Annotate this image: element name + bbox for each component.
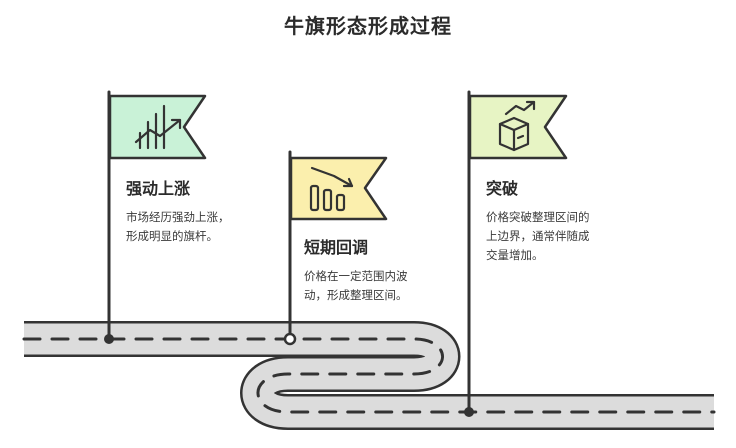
flag-cloth xyxy=(108,94,207,160)
flag-pullback xyxy=(283,150,388,346)
desc-line: 价格在一定范围内波 xyxy=(304,269,408,283)
step-desc-strong-rise: 市场经历强劲上涨， 形成明显的旗杆。 xyxy=(126,208,230,246)
desc-line: 上边界，通常伴随成 xyxy=(486,229,590,243)
box-breakout-icon xyxy=(498,100,536,152)
flag-cloth xyxy=(468,94,568,160)
desc-line: 交量增加。 xyxy=(486,248,544,262)
desc-line: 价格突破整理区间的 xyxy=(486,210,590,224)
flag-breakout xyxy=(464,90,568,417)
desc-line: 市场经历强劲上涨， xyxy=(126,210,230,224)
road-center-dashes xyxy=(22,337,716,414)
step-desc-pullback: 价格在一定范围内波 动，形成整理区间。 xyxy=(304,267,408,305)
step-desc-breakout: 价格突破整理区间的 上边界，通常伴随成 交量增加。 xyxy=(486,208,590,265)
flag-strong-rise xyxy=(104,90,207,344)
flag-base-dot xyxy=(464,407,474,417)
chart-declining-icon xyxy=(309,166,354,212)
step-title-pullback: 短期回调 xyxy=(304,238,369,257)
chart-rising-icon xyxy=(134,104,182,150)
winding-road xyxy=(22,321,716,430)
flag-base-dot xyxy=(104,334,114,344)
step-title-strong-rise: 强动上涨 xyxy=(126,179,191,198)
step-title-breakout: 突破 xyxy=(486,179,519,198)
diagram-title: 牛旗形态形成过程 xyxy=(284,14,452,38)
desc-line: 形成明显的旗杆。 xyxy=(126,229,218,243)
desc-line: 动，形成整理区间。 xyxy=(304,288,408,302)
flag-base-dot xyxy=(283,332,297,346)
flag-cloth xyxy=(289,156,388,221)
